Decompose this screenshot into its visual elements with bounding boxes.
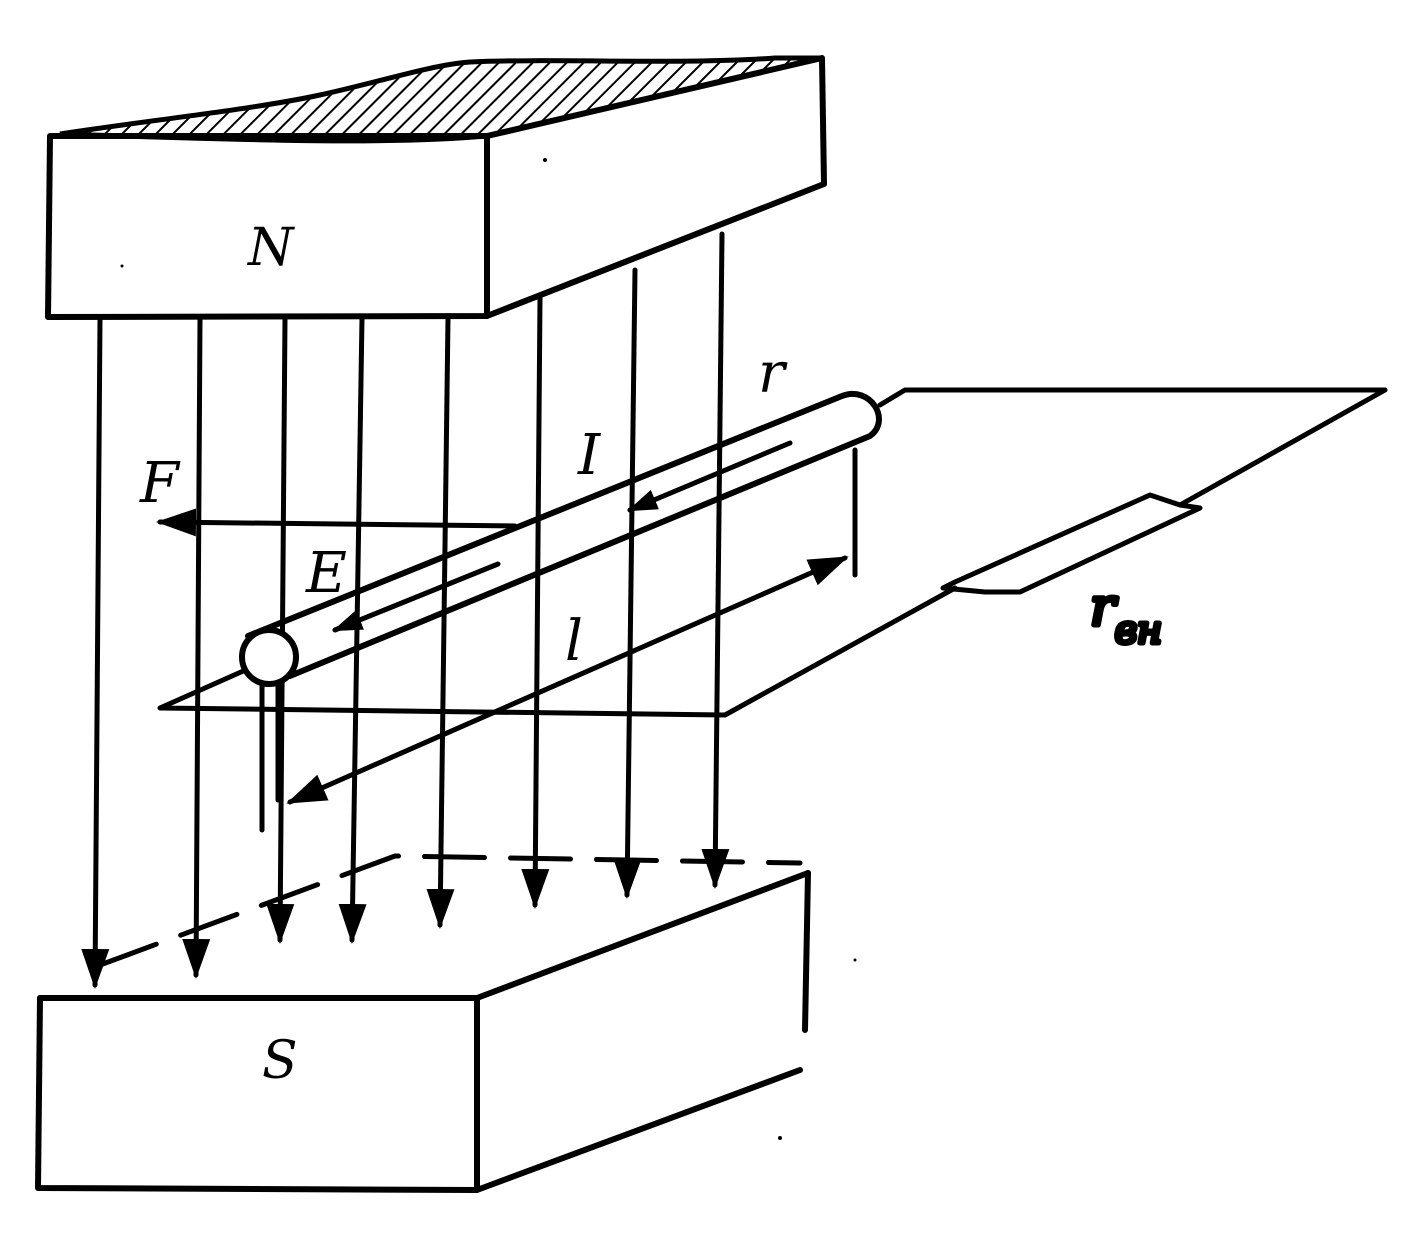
north-magnet: N (45, 55, 827, 320)
force-label: F (139, 451, 181, 516)
field-line (426, 315, 455, 929)
external-resistor-label: rвн (1090, 578, 1162, 652)
field-line (521, 295, 550, 909)
conductor-end (239, 627, 299, 687)
north-pole-label: N (246, 218, 295, 278)
south-pole-label: S (262, 1031, 298, 1091)
north-magnet-side-face (484, 55, 827, 319)
north-magnet-hatched-top (59, 55, 823, 144)
circuit-resistor (940, 492, 1203, 595)
field-line (338, 315, 367, 944)
current-label: I (577, 423, 602, 488)
length-dimension: l (286, 447, 858, 805)
field-line (182, 315, 211, 979)
south-magnet-top-front-edge (37, 870, 811, 1001)
field-line (701, 231, 730, 889)
south-magnet-side-face (474, 870, 811, 1193)
field-line (81, 315, 110, 989)
conductor-body (245, 391, 882, 679)
scan-specks (120, 158, 857, 1140)
field-line (266, 315, 295, 944)
force-arrow (156, 508, 518, 537)
length-label: l (565, 609, 583, 674)
emf-label: E (305, 541, 347, 606)
length-dimension-line (286, 555, 849, 805)
south-magnet-top-back-edge (97, 853, 803, 968)
conductor-resistance-label: r (758, 341, 788, 406)
magnetic-field-lines (81, 231, 730, 989)
field-line (613, 267, 642, 899)
current-arrow (627, 440, 793, 513)
south-magnet-front-face (35, 995, 480, 1193)
south-magnet: S (35, 853, 811, 1193)
circuit-wire-top (877, 387, 1388, 508)
